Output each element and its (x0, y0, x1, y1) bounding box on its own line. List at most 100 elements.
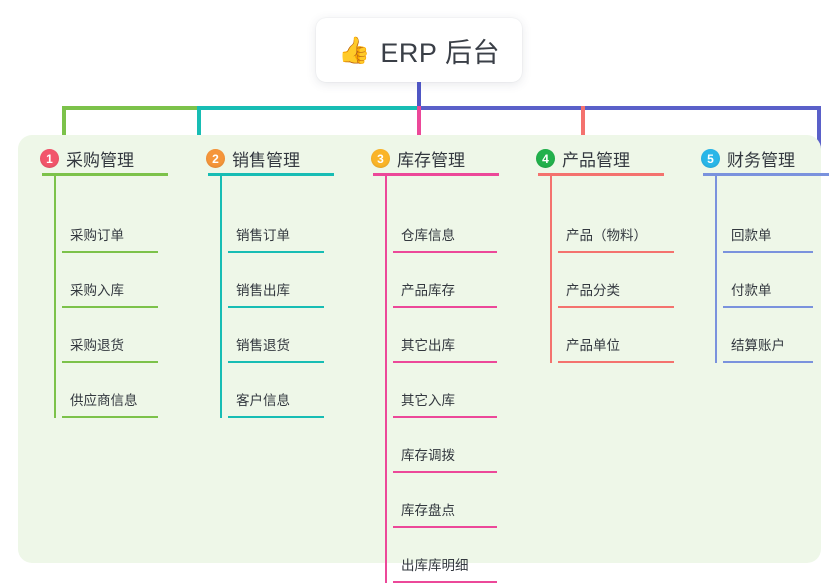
branch-item-rule (228, 361, 324, 363)
branch-item-label: 产品单位 (566, 338, 620, 353)
branches-panel: 1 采购管理采购订单采购入库采购退货供应商信息 2 销售管理销售订单销售出库销售退货客… (18, 135, 829, 583)
branch-item-label: 采购退货 (70, 338, 124, 353)
branch-number-badge-product: 4 (536, 149, 555, 168)
branch-number-badge-finance: 5 (701, 149, 720, 168)
branch-item-rule (393, 361, 497, 363)
branch-item[interactable]: 回款单 (723, 198, 813, 253)
branch-header-rule-purchase (42, 173, 168, 176)
branch-header-purchase[interactable]: 1 采购管理 (40, 146, 134, 171)
branch-header-rule-finance (703, 173, 829, 176)
branch-item-label: 其它入库 (401, 393, 455, 408)
branch-item-rule (723, 251, 813, 253)
branch-item[interactable]: 库存调拨 (393, 418, 497, 473)
branch-spine-finance (715, 176, 717, 363)
branch-spine-sales (220, 176, 222, 418)
branch-item-rule (62, 416, 158, 418)
branch-item[interactable]: 产品单位 (558, 308, 674, 363)
branch-header-rule-sales (208, 173, 334, 176)
branch-item[interactable]: 客户信息 (228, 363, 324, 418)
branch-item[interactable]: 结算账户 (723, 308, 813, 363)
bus-indigo (419, 106, 819, 110)
page-title: ERP 后台 (380, 37, 500, 68)
branch-header-finance[interactable]: 5 财务管理 (701, 146, 795, 171)
branch-item-label: 库存盘点 (401, 503, 455, 518)
branch-item-rule (228, 251, 324, 253)
branch-title-product: 产品管理 (562, 151, 630, 170)
branch-number-badge-purchase: 1 (40, 149, 59, 168)
branch-title-purchase: 采购管理 (66, 151, 134, 170)
branch-item-rule (393, 526, 497, 528)
branch-item[interactable]: 产品（物料） (558, 198, 674, 253)
branch-item[interactable]: 销售退货 (228, 308, 324, 363)
branch-item-label: 供应商信息 (70, 393, 138, 408)
branch-item-rule (393, 251, 497, 253)
branch-item-rule (558, 361, 674, 363)
branch-item[interactable]: 供应商信息 (62, 363, 158, 418)
branch-item[interactable]: 付款单 (723, 253, 813, 308)
branch-item-rule (723, 361, 813, 363)
branch-item[interactable]: 采购退货 (62, 308, 158, 363)
drop-col-1 (62, 106, 66, 156)
branch-item[interactable]: 其它出库 (393, 308, 497, 363)
branch-item-rule (228, 306, 324, 308)
bus-green (62, 106, 197, 110)
branch-item[interactable]: 其它入库 (393, 363, 497, 418)
branch-item[interactable]: 出库库明细 (393, 528, 497, 583)
branch-header-sales[interactable]: 2 销售管理 (206, 146, 300, 171)
branch-item-label: 库存调拨 (401, 448, 455, 463)
branch-item[interactable]: 销售出库 (228, 253, 324, 308)
branch-number-badge-inventory: 3 (371, 149, 390, 168)
branch-spine-product (550, 176, 552, 363)
branch-item-label: 仓库信息 (401, 228, 455, 243)
branch-spine-purchase (54, 176, 56, 418)
branch-item-rule (723, 306, 813, 308)
branch-item-rule (228, 416, 324, 418)
branch-item-rule (393, 306, 497, 308)
branch-title-sales: 销售管理 (232, 151, 300, 170)
thumbs-up-emoji: 👍 (338, 35, 371, 65)
branch-number-badge-sales: 2 (206, 149, 225, 168)
branch-header-rule-product (538, 173, 664, 176)
branch-item[interactable]: 产品分类 (558, 253, 674, 308)
drop-col-2 (197, 106, 201, 156)
branch-item-label: 销售订单 (236, 228, 290, 243)
branch-item-label: 回款单 (731, 228, 772, 243)
branch-item-rule (393, 416, 497, 418)
branch-header-rule-inventory (373, 173, 499, 176)
branch-item-label: 采购入库 (70, 283, 124, 298)
branch-item-label: 产品库存 (401, 283, 455, 298)
branch-item-rule (62, 251, 158, 253)
drop-col-3 (417, 106, 421, 156)
branch-spine-inventory (385, 176, 387, 583)
branch-item-label: 销售出库 (236, 283, 290, 298)
branch-item[interactable]: 产品库存 (393, 253, 497, 308)
branch-title-inventory: 库存管理 (397, 151, 465, 170)
branch-item-label: 产品（物料） (566, 228, 647, 243)
branch-item[interactable]: 仓库信息 (393, 198, 497, 253)
branch-item-rule (558, 306, 674, 308)
drop-col-5 (817, 106, 821, 156)
branch-item-rule (558, 251, 674, 253)
branch-item[interactable]: 库存盘点 (393, 473, 497, 528)
branch-item-label: 结算账户 (731, 338, 785, 353)
root-node-card[interactable]: 👍 ERP 后台 (316, 18, 522, 82)
branch-title-finance: 财务管理 (727, 151, 795, 170)
branch-header-product[interactable]: 4 产品管理 (536, 146, 630, 171)
branch-item-label: 采购订单 (70, 228, 124, 243)
branch-item-label: 客户信息 (236, 393, 290, 408)
branch-item[interactable]: 销售订单 (228, 198, 324, 253)
branch-item-rule (393, 581, 497, 583)
branch-item-label: 出库库明细 (401, 558, 469, 573)
branch-header-inventory[interactable]: 3 库存管理 (371, 146, 465, 171)
drop-col-4 (581, 106, 585, 156)
branch-item-label: 付款单 (731, 283, 772, 298)
bus-teal (197, 106, 419, 110)
branch-item-rule (62, 306, 158, 308)
branch-item[interactable]: 采购入库 (62, 253, 158, 308)
branch-item[interactable]: 采购订单 (62, 198, 158, 253)
trunk-connector (417, 82, 421, 108)
branch-item-rule (393, 471, 497, 473)
branch-item-label: 其它出库 (401, 338, 455, 353)
branch-item-rule (62, 361, 158, 363)
